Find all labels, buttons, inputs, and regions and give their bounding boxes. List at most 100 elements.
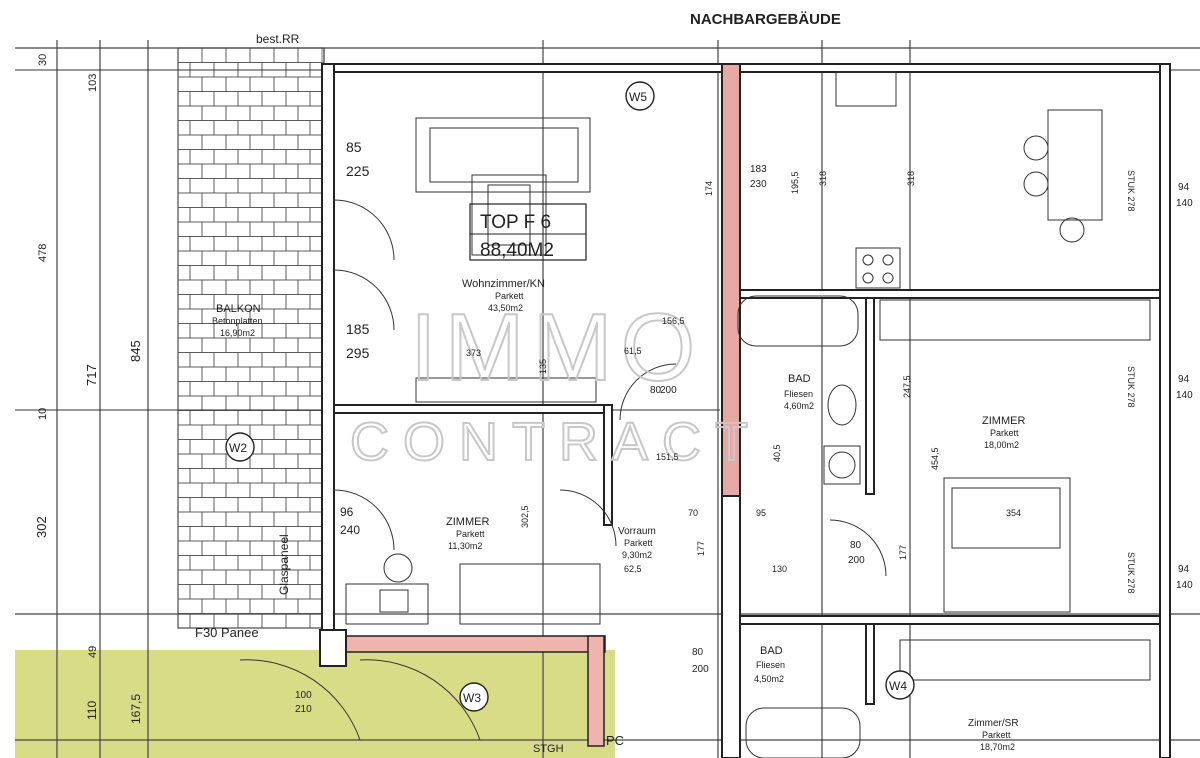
balcony-tile (201, 192, 227, 208)
room-name-zimmer-right: ZIMMER (982, 415, 1025, 427)
room-floor-zimmer-sr: Parkett (982, 730, 1011, 740)
balcony-tile (273, 308, 299, 324)
balcony-tile (213, 381, 239, 397)
balcony-tile (237, 381, 263, 397)
balcony-tile (189, 381, 215, 397)
balcony-tile (213, 178, 239, 194)
balcony-tile (261, 381, 287, 397)
balcony-tile (249, 424, 275, 440)
svg-text:62,5: 62,5 (624, 564, 642, 574)
svg-text:140: 140 (1176, 198, 1193, 209)
room-area-zimmer-sr: 18,70m2 (980, 742, 1015, 752)
balcony-tile (237, 584, 263, 600)
svg-text:151,5: 151,5 (656, 452, 679, 462)
balcony-tile (189, 410, 215, 426)
balcony-tile (177, 366, 203, 382)
svg-text:70: 70 (688, 508, 698, 518)
room-floor-zimmer-right: Parkett (990, 428, 1019, 438)
balcony-tile (189, 236, 215, 252)
balcony-tile (297, 395, 323, 411)
balcony-tile (285, 468, 311, 484)
svg-text:30: 30 (37, 54, 49, 66)
balcony-tile (177, 279, 203, 295)
balcony-tile (177, 497, 191, 513)
balcony-tile (201, 424, 227, 440)
svg-text:140: 140 (1176, 390, 1193, 401)
balcony-tile (189, 120, 215, 136)
svg-text:85: 85 (346, 139, 362, 155)
balcony-tile (297, 366, 323, 382)
balcony-tile (237, 265, 263, 281)
svg-text:373: 373 (466, 348, 481, 358)
balcony-tile (177, 120, 191, 136)
balcony-tile (201, 482, 227, 498)
watermark: IMMO CONTRACT (349, 293, 749, 473)
room-floor-bad-top: Fliesen (784, 389, 813, 399)
balcony-tile (201, 105, 227, 121)
balcony-tile (273, 192, 299, 208)
balcony-tile (201, 163, 227, 179)
balcony-tile (249, 221, 275, 237)
balcony-tile (261, 236, 287, 252)
balcony-tile (285, 294, 311, 310)
svg-text:183: 183 (750, 164, 767, 175)
balcony-tile (177, 192, 203, 208)
unit-area: 88,40M2 (480, 240, 554, 261)
balcony-tile (273, 279, 299, 295)
balcony-tile (177, 337, 203, 353)
panel-label: Glaspaneel (277, 534, 291, 595)
balcony-tile (177, 511, 203, 527)
balcony-tile (297, 134, 323, 150)
balcony-tile (189, 265, 215, 281)
balcony-tile (285, 410, 311, 426)
balcony-tile (213, 207, 239, 223)
balcony-tile (177, 453, 203, 469)
balcony-tile (285, 265, 311, 281)
balcony-tile (213, 120, 239, 136)
room-area-zimmer-left: 11,30m2 (448, 541, 482, 551)
balcony-tile (285, 497, 311, 513)
balcony-tile (261, 439, 287, 455)
balcony-tile (249, 134, 275, 150)
svg-text:185: 185 (346, 321, 370, 337)
balcony-tile (177, 221, 203, 237)
balcony-tile (261, 91, 287, 107)
balcony-tile (273, 105, 299, 121)
balcony-tile (261, 613, 287, 629)
balcony-tile (177, 395, 203, 411)
balcony-tile (189, 352, 215, 368)
balcony-tile (273, 76, 299, 92)
svg-text:W3: W3 (463, 691, 481, 705)
balcony-tile (297, 482, 323, 498)
svg-text:177: 177 (696, 541, 706, 556)
room-name-zimmer-sr: Zimmer/SR (968, 718, 1019, 729)
balcony-tile (189, 207, 215, 223)
balcony-tile (297, 337, 323, 353)
balcony-tile (237, 526, 263, 542)
balcony-tile (177, 323, 191, 339)
balcony-tile (213, 236, 239, 252)
unit-label: TOP F 6 88,40M2 (469, 203, 587, 261)
balcony-tile (225, 395, 251, 411)
svg-text:40,5: 40,5 (772, 444, 782, 462)
balcony-tile (249, 47, 275, 63)
svg-text:STUK 278: STUK 278 (1126, 170, 1136, 212)
balcony-tile (177, 439, 191, 455)
balcony-tile (261, 178, 287, 194)
balcony-tile (177, 91, 191, 107)
room-area-vorraum: 9,30m2 (622, 550, 652, 560)
balcony-tile (201, 221, 227, 237)
balcony-tile (213, 410, 239, 426)
balcony-tile (285, 178, 311, 194)
balcony-tile (249, 337, 275, 353)
svg-text:W4: W4 (889, 679, 907, 693)
balcony-tile (261, 352, 287, 368)
svg-text:94: 94 (1178, 564, 1190, 575)
balcony-tile (261, 410, 287, 426)
balcony-tile (225, 192, 251, 208)
balcony-tile (201, 598, 227, 614)
svg-text:96: 96 (340, 505, 354, 519)
balcony-tile (213, 468, 239, 484)
balcony-tile (249, 366, 275, 382)
balcony-tile (297, 308, 323, 324)
